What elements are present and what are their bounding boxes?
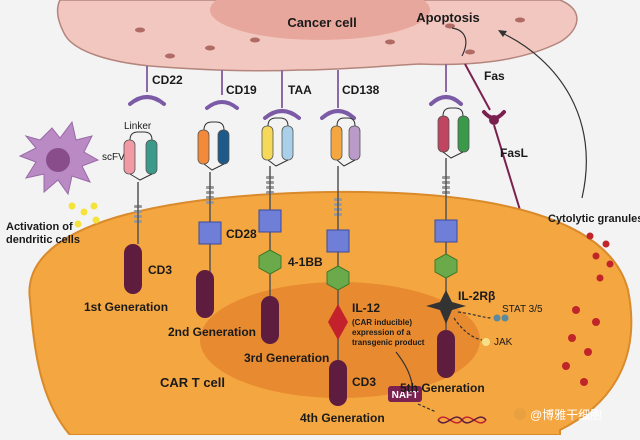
gen3-label: 3rd Generation [244,351,329,365]
il12-label: IL-12 [352,301,380,315]
il12-note-line3: transgenic product [352,338,425,347]
fasl-stalk [493,124,521,211]
gen5-label: 5th Generation [400,381,485,395]
jak-icon [482,338,490,346]
fasl-ligand-icon [489,115,499,125]
antigen-caps [128,95,463,120]
il2rb-to-stat-arrow [457,311,493,319]
linker-label: Linker [124,121,152,132]
cd28-label: CD28 [226,227,257,241]
car-gen1 [123,131,158,294]
cd3-gen1-label: CD3 [148,263,172,277]
four-1bb-label: 4-1BB [288,255,323,269]
car-gen3 [258,117,294,344]
naft-to-dna-arrow [417,403,437,413]
antigens [146,64,447,108]
fas-label: Fas [484,69,505,83]
fasl-label: FasL [500,146,528,160]
dna-icon [437,416,487,424]
dendritic-cell [18,120,100,196]
cancer-cell-label: Cancer cell [287,15,356,30]
naft-box [388,386,422,402]
cd22-label: CD22 [152,73,183,87]
il2rb-star [426,290,466,324]
fas-stalk [464,63,491,111]
jak-label: JAK [494,337,513,348]
gen4-label: 4th Generation [300,411,385,425]
cancer-cell-dots [135,17,525,59]
fas-to-apoptosis-arrow [451,27,467,57]
il12-note-line1: (CAR inducible) [352,318,412,327]
activation-label-line2: dendritic cells [6,234,80,246]
il12-to-naft-arrow [395,351,413,385]
scfv-label: scFV [102,152,125,163]
activation-label-line1: Activation of [6,221,73,233]
four-1bb-hex [258,249,282,275]
cd28-box [198,221,222,245]
cytolytic-granules-label: Cytolytic granules [548,213,640,225]
watermark: @博雅干细胞 [530,407,602,422]
naft-label: NAFT [392,390,419,401]
il12-diamond [328,304,348,340]
cd19-label: CD19 [226,83,257,97]
watermark-icon [514,408,526,420]
cd138-label: CD138 [342,83,380,97]
dendritic-activation-dots [68,202,100,228]
car-gen4 [326,117,361,406]
stat-label: STAT 3/5 [502,304,543,315]
taa-label: TAA [288,83,312,97]
cd3-gen4-label: CD3 [352,375,376,389]
apoptosis-label: Apoptosis [416,10,480,25]
gen1-label: 1st Generation [84,300,168,314]
granule-to-apoptosis-arrow [499,31,587,199]
il2rb-label: IL-2Rβ [458,289,495,303]
il12-note-line2: expression of a [352,328,411,337]
cytolytic-granules [562,232,614,386]
cancer-nucleus [210,0,430,40]
car-gen5 [426,107,470,378]
stat-icon [493,314,509,322]
car-gen2 [196,121,230,318]
car-t-cell-label: CAR T cell [160,375,225,390]
gen2-label: 2nd Generation [168,325,256,339]
arrowhead [498,30,507,37]
